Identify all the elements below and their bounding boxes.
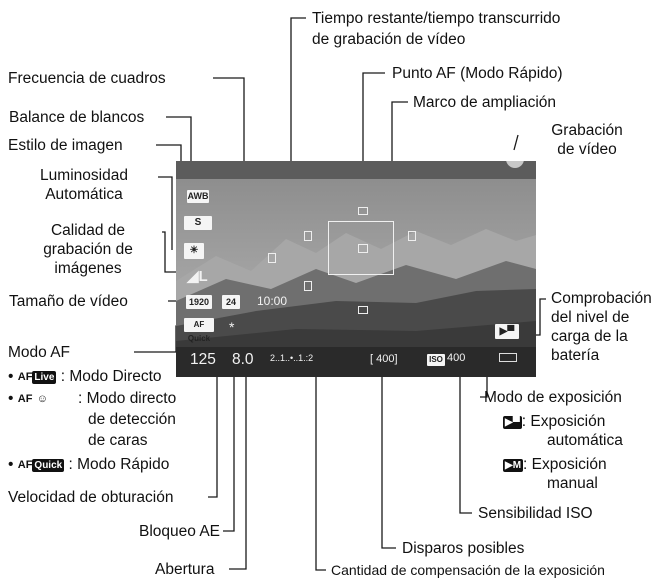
af-point [358,207,368,215]
shutter-speed: 125 [190,351,216,368]
picture-style-icon: S [184,216,212,230]
af-point-selected [358,244,368,253]
movie-manual-icon: ▶M [503,459,524,472]
label-white-balance: Balance de blancos [9,109,145,126]
shots-remaining: [ 400] [370,353,398,365]
label-exposure-auto: ▶▀: Exposición automática [503,413,623,449]
af-point [304,231,312,241]
af-point [304,281,312,291]
label-movie-size: Tamaño de vídeo [9,293,128,310]
label-aperture: Abertura [155,561,215,578]
label-shutter-speed: Velocidad de obturación [8,489,174,506]
label-picture-style: Estilo de imagen [8,137,123,154]
battery-icon [499,353,517,362]
af-mode-icon: AF Quick [184,318,214,343]
label-remaining-time-2: de grabación de vídeo [312,31,466,48]
label-ae-lock: Bloqueo AE [139,523,221,540]
label-magnify-frame: Marco de ampliación [413,94,557,111]
scene-background [176,161,536,377]
label-iso: Sensibilidad ISO [478,505,593,522]
label-exposure-manual: ▶M: Exposición manual [503,456,607,492]
label-exposure-comp: Cantidad de compensación de la exposició… [331,562,605,578]
magnification-frame [328,221,394,275]
af-point [268,253,276,263]
movie-size-icon: 1920 [186,295,212,309]
recording-time: 10:00 [257,294,288,308]
label-af-mode: Modo AF [8,344,71,361]
label-remaining-time: Tiempo restante/tiempo transcurrido [312,10,561,27]
label-shots: Disparos posibles [402,540,525,557]
label-exposure-mode: Modo de exposición [484,389,622,406]
af-point [408,231,416,241]
exposure-scale: 2..1..•..1.:2 [270,353,314,363]
frame-rate-icon: 24 [222,295,240,309]
white-balance-icon: AWB [187,190,209,203]
iso-value: 400 [447,352,466,364]
image-quality-icon: ◢L [187,268,208,285]
camera-screen: AWB S ☀ ◢L 1920 24 10:00 AF Quick * ▶▀ 1… [176,161,536,377]
movie-auto-icon: ▶▀ [503,416,522,429]
iso-icon: ISO [427,354,445,366]
ae-lock-icon: * [229,319,235,335]
af-mode-face: • AF ☺ : Modo directo de detección de ca… [8,390,177,449]
aperture-value: 8.0 [232,351,254,368]
movie-exposure-icon: ▶▀ [495,324,519,339]
auto-lighting-icon: ☀ [184,243,204,259]
label-af-point: Punto AF (Modo Rápido) [392,65,563,82]
label-frame-rate: Frecuencia de cuadros [8,70,166,87]
af-point [358,306,368,314]
